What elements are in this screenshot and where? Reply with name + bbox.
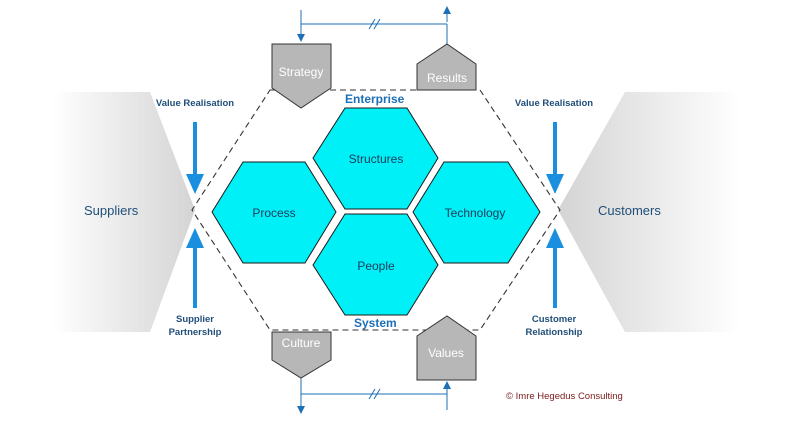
hexagon-technology: Technology	[412, 161, 541, 264]
left-value-arrow	[186, 122, 204, 194]
customers-block: Customers	[558, 92, 740, 332]
suppliers-block: Suppliers	[52, 92, 195, 332]
culture-label: Culture	[282, 336, 321, 350]
technology-label: Technology	[445, 206, 506, 220]
top-feedback-loop	[297, 6, 451, 44]
strategy-control: Strategy	[271, 43, 332, 109]
hexagon-structures: Structures	[312, 107, 439, 210]
structures-label: Structures	[349, 152, 404, 166]
enterprise-label: Enterprise	[345, 92, 405, 106]
people-label: People	[357, 259, 395, 273]
culture-control: Culture	[271, 331, 332, 379]
bottom-feedback-loop	[297, 378, 451, 414]
left-partnership-label-2: Partnership	[169, 327, 222, 338]
left-partnership-arrow	[186, 228, 204, 308]
system-label: System	[354, 316, 397, 330]
values-control: Values	[416, 315, 477, 381]
left-value-label: Value Realisation	[156, 98, 234, 109]
process-label: Process	[252, 206, 295, 220]
system-boundary	[191, 89, 561, 331]
left-partnership-label-1: Supplier	[176, 314, 214, 325]
copyright-text: © Imre Hegedus Consulting	[506, 391, 623, 402]
strategy-label: Strategy	[279, 65, 324, 79]
values-label: Values	[428, 346, 464, 360]
hexagon-process: Process	[211, 161, 337, 264]
right-relationship-arrow	[546, 228, 564, 308]
right-relationship-label-2: Relationship	[525, 327, 582, 338]
suppliers-label: Suppliers	[84, 203, 139, 218]
customers-label: Customers	[598, 203, 661, 218]
results-control: Results	[416, 43, 477, 91]
hexagon-people: People	[312, 213, 439, 316]
right-relationship-label-1: Customer	[532, 314, 577, 325]
results-label: Results	[427, 71, 467, 85]
right-value-label: Value Realisation	[515, 98, 593, 109]
right-value-arrow	[546, 122, 564, 194]
